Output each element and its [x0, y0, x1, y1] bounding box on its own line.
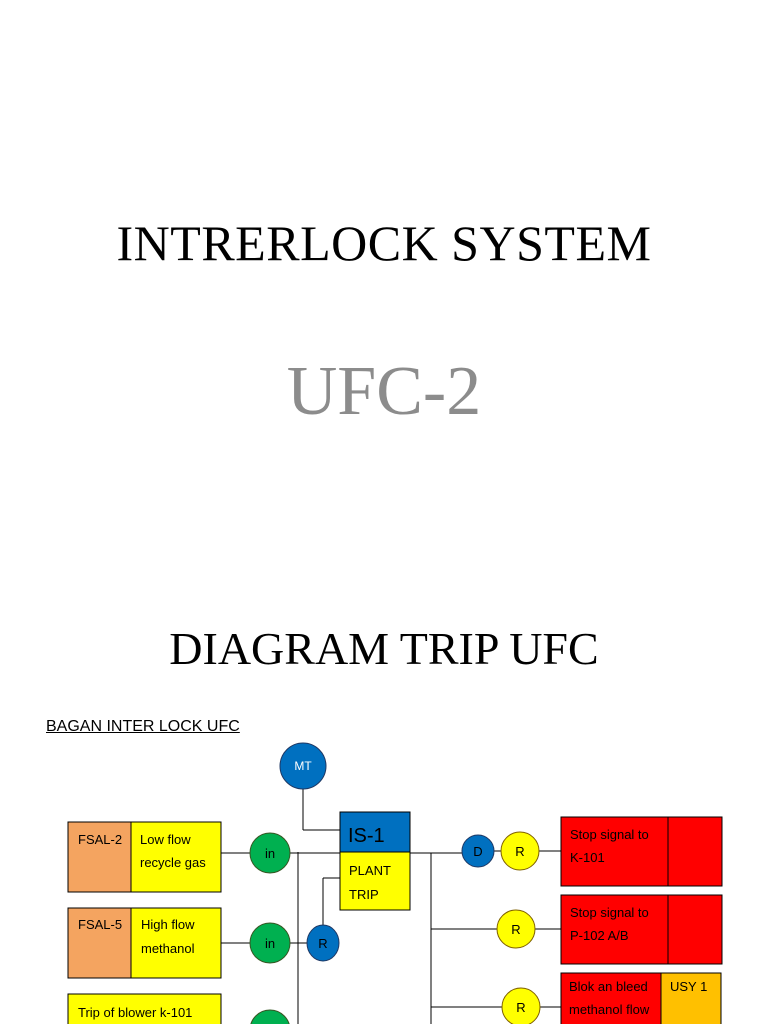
r-node-output-3: R: [501, 987, 541, 1024]
diagram-caption: BAGAN INTER LOCK UFC: [46, 718, 240, 735]
svg-text:D: D: [473, 844, 482, 859]
svg-text:IS-1: IS-1: [348, 825, 385, 847]
input-fsal-2: FSAL-2 Low flow recycle gas: [67, 821, 222, 893]
svg-text:R: R: [515, 844, 524, 859]
svg-text:Trip of blower k-101: Trip of blower k-101: [78, 1005, 192, 1020]
svg-text:P-102 A/B: P-102 A/B: [570, 928, 629, 943]
connector-lines: [221, 788, 561, 1024]
svg-text:methanol: methanol: [141, 941, 195, 956]
r-node-output-2: R: [496, 909, 536, 949]
svg-text:Stop signal to: Stop signal to: [570, 827, 649, 842]
svg-text:R: R: [318, 936, 327, 951]
svg-text:PLANT: PLANT: [349, 863, 391, 878]
mt-node: MT: [279, 742, 327, 790]
diagram-title: DIAGRAM TRIP UFC: [169, 623, 599, 674]
input-trip-blower: Trip of blower k-101: [67, 993, 222, 1024]
svg-text:Stop signal to: Stop signal to: [570, 905, 649, 920]
in-node-1: in: [249, 832, 291, 874]
svg-text:K-101: K-101: [570, 850, 605, 865]
svg-text:FSAL-2: FSAL-2: [78, 832, 122, 847]
svg-text:R: R: [511, 922, 520, 937]
svg-text:Low flow: Low flow: [140, 832, 191, 847]
input-fsal-5: FSAL-5 High flow methanol: [67, 907, 222, 979]
svg-text:R: R: [516, 1000, 525, 1015]
svg-text:MT: MT: [294, 759, 312, 773]
main-title: INTRERLOCK SYSTEM: [116, 215, 652, 271]
svg-text:in: in: [265, 846, 275, 861]
in-node-2: in: [249, 922, 291, 964]
svg-text:High flow: High flow: [141, 917, 195, 932]
subtitle: UFC-2: [286, 353, 482, 430]
r-node-output-1: R: [500, 831, 540, 871]
in-node-3: [250, 1009, 290, 1024]
svg-text:USY 1: USY 1: [670, 979, 707, 994]
r-node-input: R: [306, 924, 340, 962]
svg-text:TRIP: TRIP: [349, 887, 379, 902]
svg-text:recycle gas: recycle gas: [140, 855, 206, 870]
output-stop-k101: Stop signal to K-101: [560, 816, 723, 887]
svg-text:in: in: [265, 936, 275, 951]
d-node: D: [461, 834, 495, 868]
svg-text:FSAL-5: FSAL-5: [78, 917, 122, 932]
svg-text:Blok an bleed: Blok an bleed: [569, 979, 648, 994]
output-blok-bleed: Blok an bleed methanol flow USY 1: [560, 972, 722, 1024]
output-stop-p102: Stop signal to P-102 A/B: [560, 894, 723, 965]
svg-text:methanol flow: methanol flow: [569, 1002, 650, 1017]
is-1-block: IS-1 PLANT TRIP: [339, 811, 411, 911]
